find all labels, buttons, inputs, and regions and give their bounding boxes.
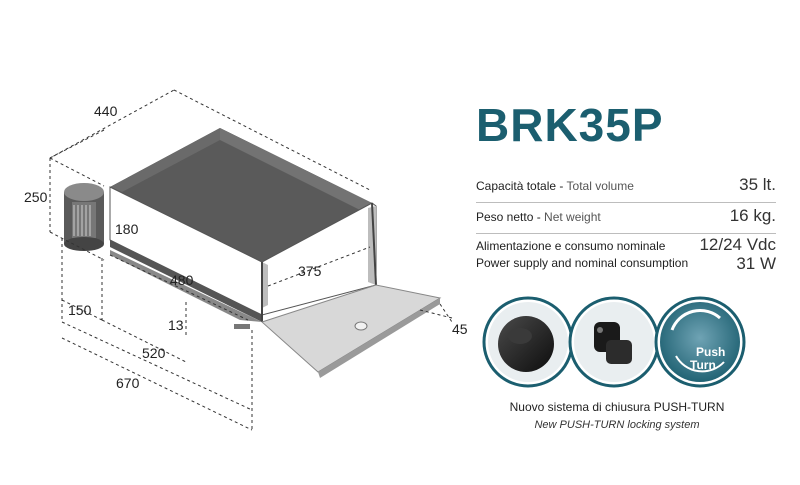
spec-row-weight: Peso netto - Net weight 16 kg. [476,203,776,234]
spec-label-en: Power supply and nominal consumption [476,256,689,270]
spec-label: Peso netto - Net weight [476,210,601,224]
dim-inner-depth: 480 [170,272,194,288]
spec-label: Capacità totale - Total volume [476,179,634,193]
spec-row-volume: Capacità totale - Total volume 35 lt. [476,172,776,203]
dim-width: 440 [94,103,118,119]
dim-inner-width: 375 [298,263,322,279]
dim-lid-thickness: 45 [452,321,468,337]
dim-side-offset: 150 [68,302,92,318]
dim-inner-height: 180 [115,221,139,237]
dimension-lines [49,89,453,431]
spec-row-power: Alimentazione e consumo nominale Power s… [476,234,776,282]
product-title: BRK35P [476,99,664,151]
spec-table: Capacità totale - Total volume 35 lt. Pe… [476,172,776,282]
caption-italian: Nuovo sistema di chiusura PUSH-TURN [509,400,725,414]
compressor-unit [64,183,104,251]
dim-small-offset: 13 [168,317,184,333]
dim-total-depth: 670 [116,375,140,391]
push-text: Push [696,345,725,359]
spec-value: 12/24 Vdc [699,235,776,254]
knob-circle-1 [482,296,574,388]
spec-value: 35 lt. [739,175,776,194]
push-turn-icon: Push Turn [654,296,746,388]
spec-value-2: 31 W [736,254,776,273]
dim-height: 250 [24,189,48,205]
locking-caption: Nuovo sistema di chiusura PUSH-TURN New … [476,400,758,431]
knob-circle-2 [568,296,660,388]
spec-value: 16 kg. [729,206,776,225]
drawer-box [64,128,442,378]
caption-english: New PUSH-TURN locking system [534,419,700,431]
turn-text: Turn [690,358,716,372]
dim-depth: 520 [142,345,166,361]
spec-label: Alimentazione e consumo nominale [476,239,666,253]
